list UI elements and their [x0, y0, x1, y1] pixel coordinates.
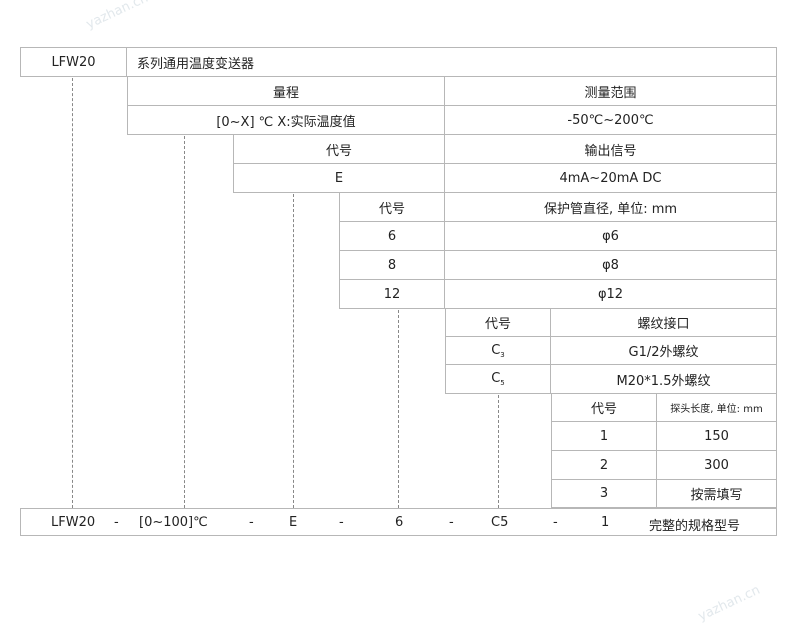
leader-line-output — [293, 194, 294, 508]
example-tube: 6 — [395, 515, 404, 530]
output-signal: 4mA~20mA DC — [559, 170, 662, 186]
probe-code: 3 — [599, 486, 609, 501]
range-value-cell: [0~X] ℃ X:实际温度值 — [127, 106, 445, 135]
leader-line-model — [72, 78, 73, 508]
probe-length: 150 — [704, 428, 729, 444]
thread-type: G1/2外螺纹 — [628, 345, 699, 360]
measure-range-label-cell: 测量范围 — [445, 77, 777, 106]
probe-code-label: 代号 — [590, 402, 617, 417]
measure-range-value-cell: -50℃~200℃ — [445, 106, 777, 135]
thread-type: M20*1.5外螺纹 — [616, 373, 711, 389]
output-code-label-cell: 代号 — [233, 135, 445, 164]
tube-diameter-cell: φ8 — [445, 251, 777, 280]
tube-diameter: φ8 — [602, 257, 619, 273]
leader-line-tube — [398, 310, 399, 508]
probe-length: 300 — [704, 457, 729, 473]
thread-type-cell: G1/2外螺纹 — [551, 337, 777, 365]
output-code-label: 代号 — [325, 143, 352, 159]
output-code-cell: E — [233, 164, 445, 193]
model-description-cell: 系列通用温度变送器 — [127, 47, 777, 77]
example-output: E — [289, 515, 298, 530]
thread-type-label: 螺纹接口 — [637, 317, 690, 332]
thread-code-label-cell: 代号 — [445, 309, 551, 337]
thread-code-subscript: 5 — [500, 379, 505, 387]
model-code: LFW20 — [51, 54, 96, 70]
example-model: LFW20 — [51, 515, 96, 530]
thread-type-label-cell: 螺纹接口 — [551, 309, 777, 337]
model-code-cell: LFW20 — [20, 47, 127, 77]
leader-line-range — [184, 136, 185, 508]
probe-code-label-cell: 代号 — [551, 394, 657, 422]
tube-diameter-cell: φ12 — [445, 280, 777, 309]
tube-code-label-cell: 代号 — [339, 193, 445, 222]
output-signal-label-cell: 输出信号 — [445, 135, 777, 164]
watermark: yazhan.cn — [695, 582, 763, 625]
tube-code-label: 代号 — [378, 201, 405, 217]
tube-code: 6 — [387, 228, 397, 244]
range-value: [0~X] ℃ X:实际温度值 — [216, 114, 356, 130]
output-code: E — [334, 170, 344, 186]
example-range: [0~100]℃ — [139, 515, 208, 530]
probe-code: 2 — [599, 457, 609, 473]
example-separator: - — [339, 515, 344, 530]
probe-code: 1 — [599, 428, 609, 444]
tube-diameter-cell: φ6 — [445, 222, 777, 251]
example-probe: 1 — [601, 515, 610, 530]
tube-diameter-label: 保护管直径, 单位: mm — [543, 201, 678, 217]
probe-length-cell: 150 — [657, 422, 777, 451]
thread-code-cell: C5 — [445, 365, 551, 394]
probe-length: 按需填写 — [690, 488, 743, 503]
tube-code: 8 — [387, 257, 397, 273]
probe-length-cell: 按需填写 — [657, 480, 777, 508]
probe-length-label: 探头长度, 单位: mm — [670, 404, 763, 415]
tube-code-cell: 8 — [339, 251, 445, 280]
tube-diameter: φ6 — [602, 228, 619, 244]
output-signal-cell: 4mA~20mA DC — [445, 164, 777, 193]
example-separator: - — [553, 515, 558, 530]
range-label-cell: 量程 — [127, 77, 445, 106]
range-label: 量程 — [272, 85, 299, 101]
output-signal-label: 输出信号 — [584, 143, 637, 159]
example-separator: - — [114, 515, 119, 530]
measure-range-value: -50℃~200℃ — [567, 112, 654, 128]
tube-code: 12 — [383, 286, 401, 302]
probe-length-label-cell: 探头长度, 单位: mm — [657, 394, 777, 422]
probe-code-cell: 3 — [551, 480, 657, 508]
tube-code-cell: 6 — [339, 222, 445, 251]
measure-range-label: 测量范围 — [584, 85, 637, 101]
leader-line-thread — [498, 395, 499, 508]
tube-code-cell: 12 — [339, 280, 445, 309]
example-model-row: LFW20 - [0~100]℃ - E - 6 - C5 - 1 完整的规格型… — [20, 508, 777, 536]
tube-diameter: φ12 — [597, 286, 624, 302]
example-thread: C5 — [491, 515, 509, 530]
thread-code-label: 代号 — [484, 317, 511, 332]
thread-code: C5 — [491, 371, 505, 387]
thread-type-cell: M20*1.5外螺纹 — [551, 365, 777, 394]
probe-code-cell: 2 — [551, 451, 657, 480]
watermark: yazhan.cn — [83, 0, 151, 33]
example-caption: 完整的规格型号 — [649, 519, 741, 534]
model-description: 系列通用温度变送器 — [137, 56, 255, 72]
probe-code-cell: 1 — [551, 422, 657, 451]
probe-length-cell: 300 — [657, 451, 777, 480]
thread-code-cell: C3 — [445, 337, 551, 365]
thread-code-subscript: 3 — [500, 350, 505, 359]
example-separator: - — [249, 515, 254, 530]
tube-diameter-label-cell: 保护管直径, 单位: mm — [445, 193, 777, 222]
thread-code: C3 — [491, 342, 505, 359]
example-separator: - — [449, 515, 454, 530]
